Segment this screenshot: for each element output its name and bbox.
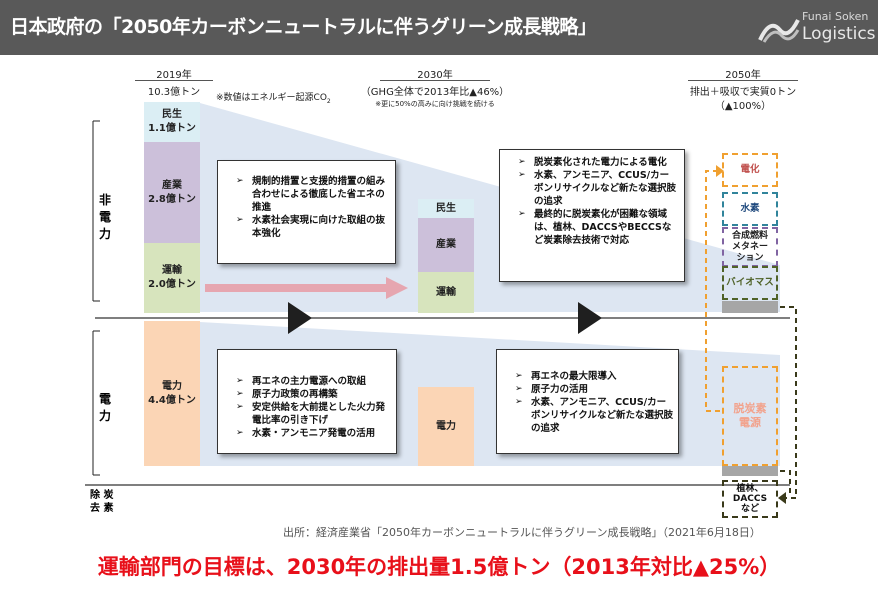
box-2050-synthetic-fuel: 合成燃料 メタネー ション — [722, 227, 778, 267]
policy-item: 水素・アンモニア発電の活用 — [236, 427, 392, 440]
policy-item: 水素、アンモニア、CCUS/カーボンリサイクルなど新たな選択肢の追求 — [518, 169, 678, 208]
policy-item: 安定供給を大前提とした火力発電比率の引き下げ — [236, 401, 392, 427]
policy-item: 原子力の活用 — [515, 383, 674, 396]
transport-arrow-shaft — [205, 284, 388, 292]
logo-main-text: Logistics — [802, 24, 876, 44]
bar-2019-power: 電力 4.4億トン — [144, 321, 200, 466]
policy-item: 水素、アンモニア、CCUS/カーボンリサイクルなど新たな選択肢の追求 — [515, 396, 674, 435]
box-2050-hydrogen: 水素 — [722, 192, 778, 226]
bar-2030-power: 電力 — [418, 387, 474, 466]
box-2050-carbon-removal: 植林、 DACCS など — [722, 480, 778, 518]
residual-bar-power — [722, 466, 778, 476]
policy-item: 最終的に脱炭素化が困難な領域は、植林、DACCSやBECCSなど炭素除去技術で対… — [518, 208, 678, 247]
bar-2030-transport: 運輸 — [418, 272, 474, 313]
year-2050-goal: 排出＋吸収で実質0トン — [689, 87, 797, 98]
box-2050-electrification: 電化 — [722, 153, 778, 187]
source-citation: 出所：経済産業省「2050年カーボンニュートラルに伴うグリーン成長戦略」（202… — [283, 526, 761, 539]
bar-2030-industry: 産業 — [418, 218, 474, 272]
policy-item: 水素社会実現に向けた取組の抜本強化 — [236, 214, 389, 240]
bar-2019-industry: 産業 2.8億トン — [144, 142, 200, 243]
policy-box-power-2050: 再エネの最大限導入 原子力の活用 水素、アンモニア、CCUS/カーボンリサイクル… — [496, 349, 679, 454]
transport-arrow-head — [386, 277, 408, 299]
co2-note: ※数値はエネルギー起源CO2 — [216, 93, 331, 105]
year-2019-total: 10.3億トン — [147, 87, 201, 98]
row-label-power: 電 力 — [99, 392, 112, 423]
residual-bar-non-power — [722, 301, 778, 313]
year-2019-label: 2019年 — [156, 70, 192, 81]
year-2030-target: （GHG全体で2013年比▲46%） — [360, 87, 510, 98]
policy-item: 原子力政策の再構築 — [236, 388, 392, 401]
page-title: 日本政府の「2050年カーボンニュートラルに伴うグリーン成長戦略」 — [10, 16, 597, 38]
footer-band — [0, 545, 878, 590]
logo-icon — [758, 19, 800, 43]
header-bar — [0, 0, 878, 55]
bar-2030-residential: 民生 — [418, 199, 474, 218]
policy-item: 脱炭素化された電力による電化 — [518, 156, 678, 169]
policy-box-power-2030: 再エネの主力電源への取組 原子力政策の再構築 安定供給を大前提とした火力発電比率… — [217, 349, 397, 454]
removal-arrow-power — [780, 470, 791, 494]
policy-box-non-power-2030: 規制的措置と支援的措置の組み合わせによる徹底した省エネの推進 水素社会実現に向け… — [217, 160, 396, 264]
next-arrow-icon — [578, 302, 602, 334]
policy-item: 再エネの主力電源への取組 — [236, 375, 392, 388]
policy-item: 規制的措置と支援的措置の組み合わせによる徹底した省エネの推進 — [236, 175, 389, 214]
year-2050-pct: （▲100%） — [714, 101, 772, 112]
bar-2019-transport: 運輸 2.0億トン — [144, 243, 200, 313]
box-2050-biomass: バイオマス — [722, 266, 778, 300]
next-arrow-icon — [288, 302, 312, 334]
footer-headline: 運輸部門の目標は、2030年の排出量1.5億トン（2013年対比▲25%） — [97, 555, 781, 579]
year-2050-label: 2050年 — [725, 70, 761, 81]
removal-arrow-non-power — [780, 306, 797, 499]
row-label-removal: 除 炭 去 素 — [90, 490, 114, 514]
year-2030-label: 2030年 — [417, 70, 453, 81]
policy-item: 再エネの最大限導入 — [515, 370, 674, 383]
policy-box-non-power-2050: 脱炭素化された電力による電化 水素、アンモニア、CCUS/カーボンリサイクルなど… — [499, 149, 685, 282]
year-2030-note: ※更に50%の高みに向け挑戦を続ける — [375, 100, 495, 108]
bar-2019-residential: 民生 1.1億トン — [144, 102, 200, 142]
box-2050-zero-emission-power: 脱炭素 電源 — [722, 366, 778, 466]
logo-top-text: Funai Soken — [802, 10, 869, 23]
row-label-non-power: 非 電 力 — [99, 193, 112, 241]
